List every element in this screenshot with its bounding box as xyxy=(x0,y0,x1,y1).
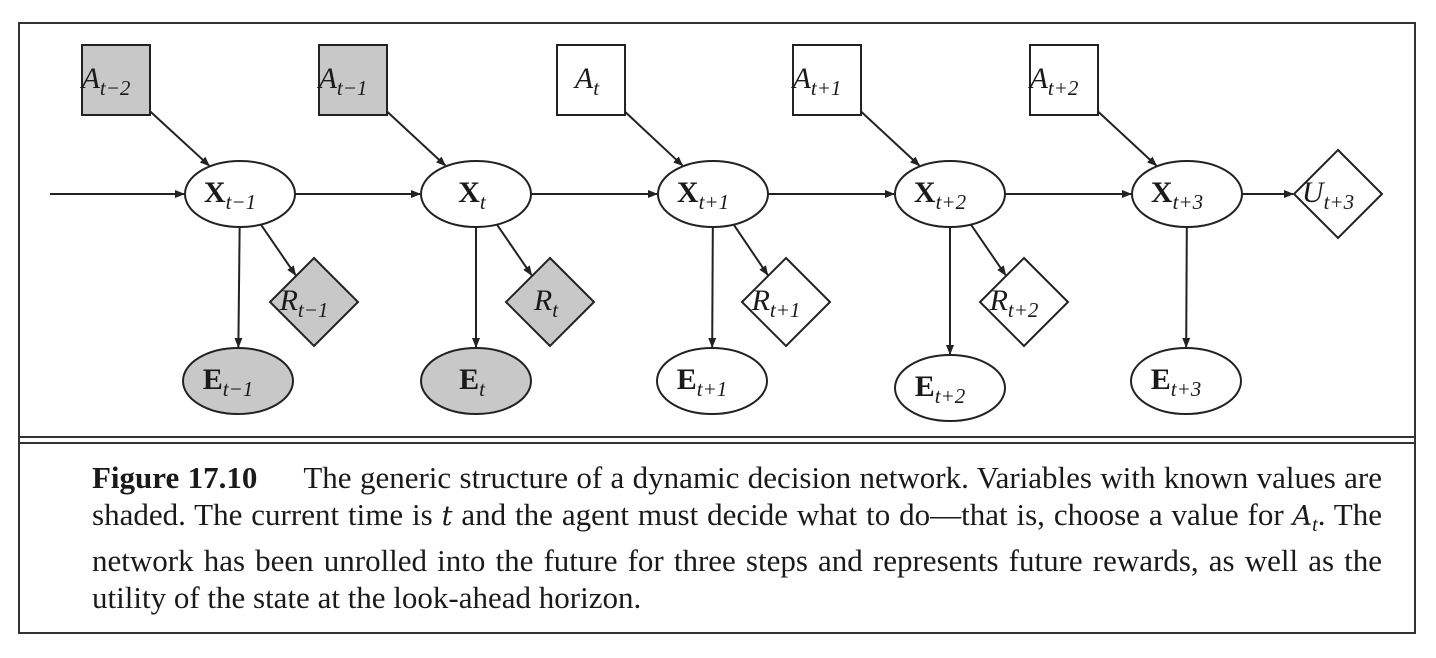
figure-label: Figure 17.10 xyxy=(92,460,258,495)
state-node-shape xyxy=(1131,160,1243,228)
node-label: Et+1 xyxy=(677,363,728,401)
caption-text-part3: . The network has been unrolled into the… xyxy=(92,496,1382,615)
caption-text-part2: and the agent must decide what to do—tha… xyxy=(452,496,1293,532)
evidence-node-shape xyxy=(656,347,768,415)
caption-var-A-subscript: t xyxy=(1312,513,1318,536)
node-label: Xt−1 xyxy=(204,176,256,214)
utility-node-shape xyxy=(268,256,360,348)
node-label: Ut+3 xyxy=(1302,176,1354,214)
node-a-tp1: At+1 xyxy=(791,44,862,116)
node-x-tp2: Xt+2 xyxy=(894,160,1006,228)
node-e-tp3: Et+3 xyxy=(1130,347,1242,415)
node-label: Et+2 xyxy=(915,370,966,408)
node-label: Xt+2 xyxy=(914,176,967,214)
state-node-shape xyxy=(657,160,769,228)
edge-A_tp2-to-X_tp3 xyxy=(1097,110,1158,167)
utility-node-shape xyxy=(978,256,1070,348)
node-label: At+1 xyxy=(791,62,842,100)
caption-rule-bottom xyxy=(20,442,1414,444)
state-node-shape xyxy=(420,160,532,228)
node-x-tp1: Xt+1 xyxy=(657,160,769,228)
node-label: At+2 xyxy=(1028,62,1079,100)
node-label: Xt xyxy=(458,176,487,214)
node-a-tp2: At+2 xyxy=(1028,44,1099,116)
node-e-tp2: Et+2 xyxy=(894,354,1006,422)
utility-node-shape xyxy=(1292,148,1384,240)
edge-X_tm1-to-R_tm1 xyxy=(260,223,297,276)
node-r-t: Rt xyxy=(504,256,596,348)
node-u-tp3: Ut+3 xyxy=(1292,148,1384,240)
caption-rule-top xyxy=(20,436,1414,438)
node-label: Et xyxy=(459,363,486,401)
node-label: At−2 xyxy=(80,62,131,100)
node-a-t: At xyxy=(556,44,626,116)
node-label: Et−1 xyxy=(203,363,254,401)
caption-var-t: t xyxy=(441,500,453,532)
edge-A_tm1-to-X_t xyxy=(386,110,447,167)
node-label: Xt+1 xyxy=(677,176,729,214)
node-r-tm1: Rt−1 xyxy=(268,256,360,348)
node-e-tp1: Et+1 xyxy=(656,347,768,415)
evidence-node-shape xyxy=(182,347,294,415)
state-node-shape xyxy=(184,160,296,228)
caption-text-part1: The generic structure of a dynamic decis… xyxy=(92,460,1382,532)
node-label: Rt−1 xyxy=(279,284,329,322)
decision-node-shape xyxy=(1029,44,1099,116)
edge-X_tp1-to-E_tp1 xyxy=(708,226,717,349)
decision-node-shape xyxy=(318,44,388,116)
node-label: At xyxy=(573,62,600,100)
evidence-node-shape xyxy=(1130,347,1242,415)
node-a-tm1: At−1 xyxy=(317,44,388,116)
decision-node-shape xyxy=(81,44,151,116)
edge-A_tp1-to-X_tp2 xyxy=(860,110,921,167)
node-x-t: Xt xyxy=(420,160,532,228)
node-e-tm1: Et−1 xyxy=(182,347,294,415)
utility-node-shape xyxy=(504,256,596,348)
node-x-tp3: Xt+3 xyxy=(1131,160,1243,228)
edge-X_tp1-to-R_tp1 xyxy=(732,224,769,276)
edge-A_t-to-X_tp1 xyxy=(624,111,684,167)
node-x-tm1: Xt−1 xyxy=(184,160,296,228)
node-label: At−1 xyxy=(317,62,368,100)
dynamic-decision-network-diagram: At−2 At−1 At At+1 At+2Xt−1 Xt Xt+1 Xt+2 Xt+3 Ut+3… xyxy=(50,44,1384,422)
node-label: Rt+1 xyxy=(751,284,801,322)
decision-node-shape xyxy=(556,44,626,116)
evidence-node-shape xyxy=(420,347,532,415)
edge-X_t-to-R_t xyxy=(496,223,533,276)
node-label: Et+3 xyxy=(1151,363,1202,401)
node-label: Xt+3 xyxy=(1151,176,1203,214)
edge-X_tm1-to-E_tm1 xyxy=(234,226,243,349)
node-r-tp2: Rt+2 xyxy=(978,256,1070,348)
node-label: Rt+2 xyxy=(989,284,1039,322)
node-a-tm2: At−2 xyxy=(80,44,151,116)
node-label: Rt xyxy=(533,284,559,322)
decision-node-shape xyxy=(792,44,862,116)
edge-X_tp3-to-E_tp3 xyxy=(1182,226,1191,349)
state-node-shape xyxy=(894,160,1006,228)
edge-A_tm2-to-X_tm1 xyxy=(149,110,210,167)
caption-var-A: A xyxy=(1292,500,1313,532)
evidence-node-shape xyxy=(894,354,1006,422)
node-e-t: Et xyxy=(420,347,532,415)
edge-X_tp2-to-R_tp2 xyxy=(970,223,1007,276)
node-r-tp1: Rt+1 xyxy=(740,256,832,348)
utility-node-shape xyxy=(740,256,832,348)
